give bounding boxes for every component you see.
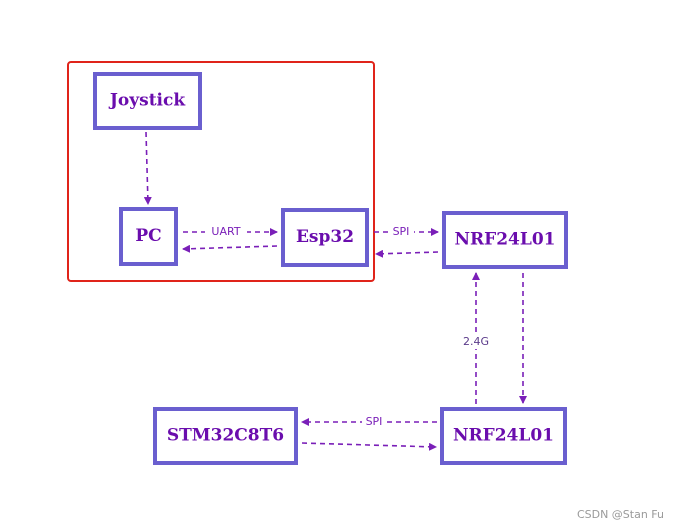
node-joystick-label: Joystick — [108, 91, 186, 111]
node-pc-label: PC — [135, 226, 161, 246]
node-nrf-bottom: NRF24L01 — [440, 407, 567, 465]
node-nrf-top-label: NRF24L01 — [454, 230, 555, 250]
node-nrf-top: NRF24L01 — [442, 211, 568, 269]
watermark-text: CSDN @Stan Fu — [577, 508, 664, 521]
edge-spi-top-label: SPI — [393, 225, 410, 238]
edge-stm32-to-nrf-bottom — [301, 442, 437, 451]
edge-uart-label: UART — [211, 225, 240, 238]
host-group-border — [67, 61, 375, 282]
edge-esp32-to-pc — [182, 244, 278, 253]
edge-joystick-to-pc — [143, 131, 152, 205]
node-esp32: Esp32 — [281, 208, 369, 267]
edge-nrf-top-to-esp32 — [375, 249, 439, 258]
edge-spi-bottom-label: SPI — [366, 415, 383, 428]
node-nrf-bottom-label: NRF24L01 — [453, 426, 554, 446]
edge-spi-top-label-bg — [389, 224, 414, 239]
node-pc: PC — [119, 207, 178, 266]
edge-radio-label: 2.4G — [463, 335, 489, 348]
edge-uart-label-bg — [205, 224, 247, 239]
node-joystick: Joystick — [93, 72, 202, 130]
node-esp32-label: Esp32 — [296, 227, 354, 247]
node-stm32-label: STM32C8T6 — [167, 426, 284, 446]
edge-radio-label-bg — [458, 334, 494, 349]
edge-spi-bottom-label-bg — [362, 414, 387, 429]
node-stm32: STM32C8T6 — [153, 407, 298, 465]
